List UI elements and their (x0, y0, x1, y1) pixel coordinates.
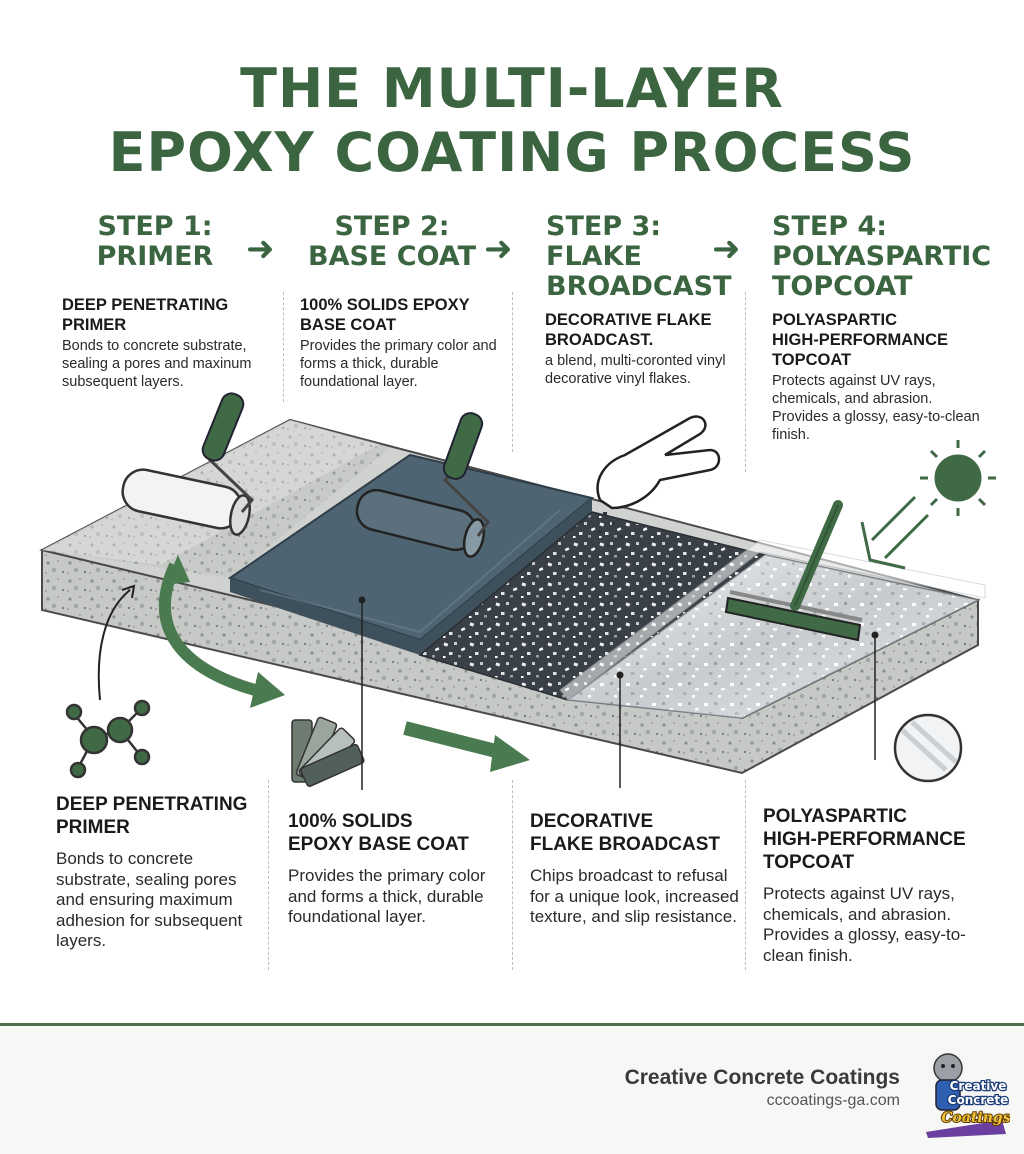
website-link[interactable]: cccoatings-ga.com (766, 1092, 900, 1109)
step-2-bottom-heading: 100% SOLIDS EPOXY BASE COAT (288, 810, 498, 856)
step-4-top-description: POLYASPARTIC HIGH-PERFORMANCE TOPCOAT Pr… (772, 310, 987, 444)
step-1-bottom-heading: DEEP PENETRATING PRIMER (56, 793, 261, 839)
step-2-top-text: Provides the primary color and forms a t… (300, 338, 497, 390)
step-4-bottom-heading-line: TOPCOAT (763, 852, 855, 873)
step-4-bottom-heading: POLYASPARTIC HIGH-PERFORMANCE TOPCOAT (763, 805, 983, 874)
step-3-bottom-heading-line: DECORATIVE (530, 811, 654, 832)
step-3-name-line-1: FLAKE (546, 241, 642, 272)
divider (268, 780, 269, 970)
arrow-icon: ➜ (246, 229, 275, 269)
gloss-circle-icon (893, 713, 963, 783)
step-2-top-description: 100% SOLIDS EPOXY BASE COAT Provides the… (300, 295, 505, 391)
step-3-bottom-heading-line: FLAKE BROADCAST (530, 834, 720, 855)
step-2-bottom-description: 100% SOLIDS EPOXY BASE COAT Provides the… (288, 810, 498, 928)
step-4-label: STEP 4: (772, 211, 888, 242)
step-2-bottom-heading-line: 100% SOLIDS (288, 811, 413, 832)
step-4-heading: STEP 4: POLYASPARTIC TOPCOAT (772, 212, 1002, 302)
page-title-line-2: EPOXY COATING PROCESS (108, 121, 916, 184)
step-2-heading: STEP 2: BASE COAT (302, 212, 482, 272)
step-4-top-text: Protects against UV rays, chemicals, and… (772, 373, 980, 443)
step-2-name: BASE COAT (307, 241, 477, 272)
step-4-bottom-heading-line: POLYASPARTIC (763, 806, 907, 827)
step-2-bottom-text: Provides the primary color and forms a t… (288, 866, 486, 926)
step-3-top-heading: DECORATIVE FLAKE BROADCAST. (545, 310, 735, 350)
company-logo: Creative Concrete Coatings (926, 1053, 1010, 1138)
step-1-bottom-text: Bonds to concrete substrate, sealing por… (56, 849, 243, 950)
divider (745, 292, 746, 472)
step-2-top-heading: 100% SOLIDS EPOXY BASE COAT (300, 295, 505, 335)
step-4-top-heading-line: TOPCOAT (772, 351, 852, 369)
step-4-top-heading-line: HIGH-PERFORMANCE (772, 331, 948, 349)
step-2-label: STEP 2: (334, 211, 450, 242)
step-1-bottom-heading-line: DEEP PENETRATING (56, 794, 248, 815)
logo-text-2: Concrete (948, 1093, 1009, 1107)
step-2-top-heading-line: 100% SOLIDS EPOXY (300, 296, 470, 314)
step-4-name-line-1: POLYASPARTIC (772, 241, 992, 272)
arrow-icon: ➜ (712, 229, 741, 269)
step-1-heading: STEP 1: PRIMER (80, 212, 230, 272)
paint-roller-icon (121, 392, 255, 536)
divider (745, 780, 746, 970)
step-3-top-heading-line: DECORATIVE FLAKE (545, 311, 712, 329)
logo-text-3: Coatings (941, 1110, 1010, 1126)
step-2-bottom-heading-line: EPOXY BASE COAT (288, 834, 469, 855)
company-name: Creative Concrete Coatings (624, 1066, 900, 1089)
step-3-bottom-description: DECORATIVE FLAKE BROADCAST Chips broadca… (530, 810, 740, 928)
step-3-top-description: DECORATIVE FLAKE BROADCAST. a blend, mul… (545, 310, 735, 388)
logo-text-1: Creative (950, 1079, 1007, 1093)
step-3-bottom-heading: DECORATIVE FLAKE BROADCAST (530, 810, 740, 856)
page-title-line-1: THE MULTI-LAYER (240, 57, 784, 120)
arrow-icon: ➜ (484, 229, 513, 269)
footer-divider (0, 1023, 1024, 1026)
step-1-label: STEP 1: (97, 211, 213, 242)
step-1-top-text: Bonds to concrete substrate, sealing a p… (62, 338, 252, 390)
hand-icon (596, 415, 721, 547)
step-1-top-heading-line: PRIMER (62, 316, 127, 334)
step-1-bottom-heading-line: PRIMER (56, 817, 130, 838)
step-4-bottom-description: POLYASPARTIC HIGH-PERFORMANCE TOPCOAT Pr… (763, 805, 983, 966)
step-2-top-heading-line: BASE COAT (300, 316, 396, 334)
step-1-top-description: DEEP PENETRATING PRIMER Bonds to concret… (62, 295, 262, 391)
step-1-top-heading-line: DEEP PENETRATING (62, 296, 229, 314)
step-3-name-line-2: BROADCAST (546, 271, 732, 302)
color-swatch-icon (291, 716, 365, 787)
divider (512, 292, 513, 452)
step-4-bottom-heading-line: HIGH-PERFORMANCE (763, 829, 966, 850)
step-1-bottom-description: DEEP PENETRATING PRIMER Bonds to concret… (56, 793, 261, 952)
paint-roller-icon (355, 412, 490, 558)
molecule-icon (65, 699, 151, 779)
divider (512, 780, 513, 970)
layer-diagram-illustration (39, 392, 996, 790)
step-3-label: STEP 3: (546, 211, 662, 242)
step-4-top-heading-line: POLYASPARTIC (772, 311, 898, 329)
divider (283, 292, 284, 402)
step-3-heading: STEP 3: FLAKE BROADCAST (546, 211, 732, 302)
step-3-top-text: a blend, multi-coronted vinyl decorative… (545, 353, 726, 387)
step-3-bottom-text: Chips broadcast to refusal for a unique … (530, 866, 739, 926)
sun-icon (860, 440, 996, 570)
step-1-name: PRIMER (96, 241, 214, 272)
step-4-top-heading: POLYASPARTIC HIGH-PERFORMANCE TOPCOAT (772, 310, 987, 370)
step-3-top-heading-line: BROADCAST. (545, 331, 654, 349)
step-4-bottom-text: Protects against UV rays, chemicals, and… (763, 884, 966, 965)
step-1-top-heading: DEEP PENETRATING PRIMER (62, 295, 262, 335)
squeegee-icon (724, 500, 863, 642)
step-4-name-line-2: TOPCOAT (772, 271, 913, 302)
footer (0, 1026, 1024, 1154)
